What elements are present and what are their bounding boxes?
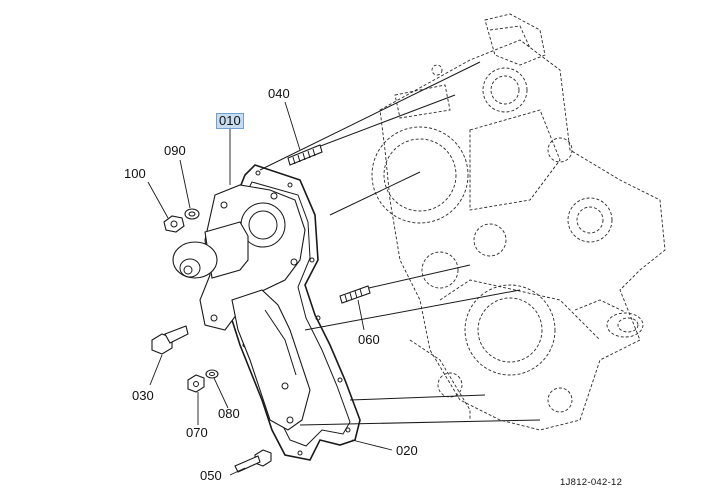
stud-040 [287,144,323,166]
callout-100[interactable]: 100 [124,166,146,181]
callout-020[interactable]: 020 [396,443,418,458]
washer-090 [184,208,200,220]
drawing-code: 1J812-042-12 [560,477,623,488]
callout-080[interactable]: 080 [218,406,240,421]
callout-040[interactable]: 040 [268,86,290,101]
alignment-lines [259,61,541,426]
callout-070[interactable]: 070 [186,425,208,440]
bolt-030 [151,325,189,355]
stud-060 [339,285,371,304]
callout-050[interactable]: 050 [200,468,222,483]
leader-lines [147,101,393,476]
washer-080 [205,369,219,379]
callout-090[interactable]: 090 [164,143,186,158]
gear-case-housing [371,13,666,431]
callout-060[interactable]: 060 [358,332,380,347]
nut-070 [187,374,205,393]
callout-030[interactable]: 030 [132,388,154,403]
water-pump-010 [172,184,311,431]
bolt-050 [234,449,272,473]
nut-100 [163,215,185,233]
callout-010[interactable]: 010 [216,113,244,129]
